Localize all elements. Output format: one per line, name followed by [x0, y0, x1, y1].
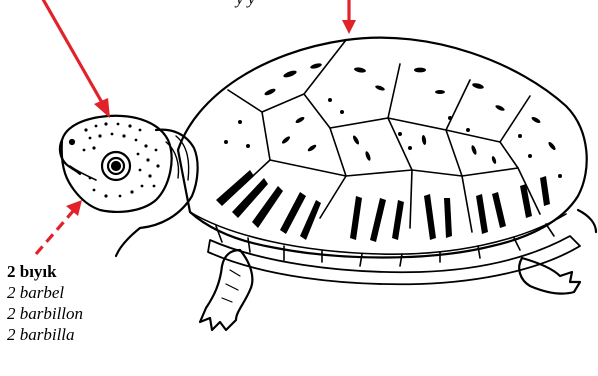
shell-markings [216, 170, 550, 242]
plastron-edge [208, 236, 580, 284]
top-partial-text: y y [236, 0, 255, 9]
front-leg-scales [222, 270, 240, 302]
tail [578, 210, 596, 232]
mouth-line [70, 166, 96, 180]
eye-pupil [112, 162, 120, 170]
nostril [70, 140, 74, 144]
label-title: 2 bıyık [7, 261, 83, 282]
arrow-to-barbels-tip [66, 200, 82, 216]
label-term-spanish: 2 barbilla [7, 324, 83, 345]
arrow-to-shell-tip [342, 20, 356, 34]
arrow-to-head-tip [94, 98, 110, 118]
barbel-label: 2 bıyık 2 barbel 2 barbillon 2 barbilla [7, 261, 83, 345]
rear-leg [519, 258, 580, 294]
label-term-english: 2 barbel [7, 282, 83, 303]
turtle-drawing [60, 38, 596, 330]
shell-outline [178, 38, 587, 258]
front-leg [200, 250, 252, 330]
arrow-to-head [40, 0, 104, 106]
label-term-french: 2 barbillon [7, 303, 83, 324]
arrow-to-barbels [36, 210, 74, 254]
